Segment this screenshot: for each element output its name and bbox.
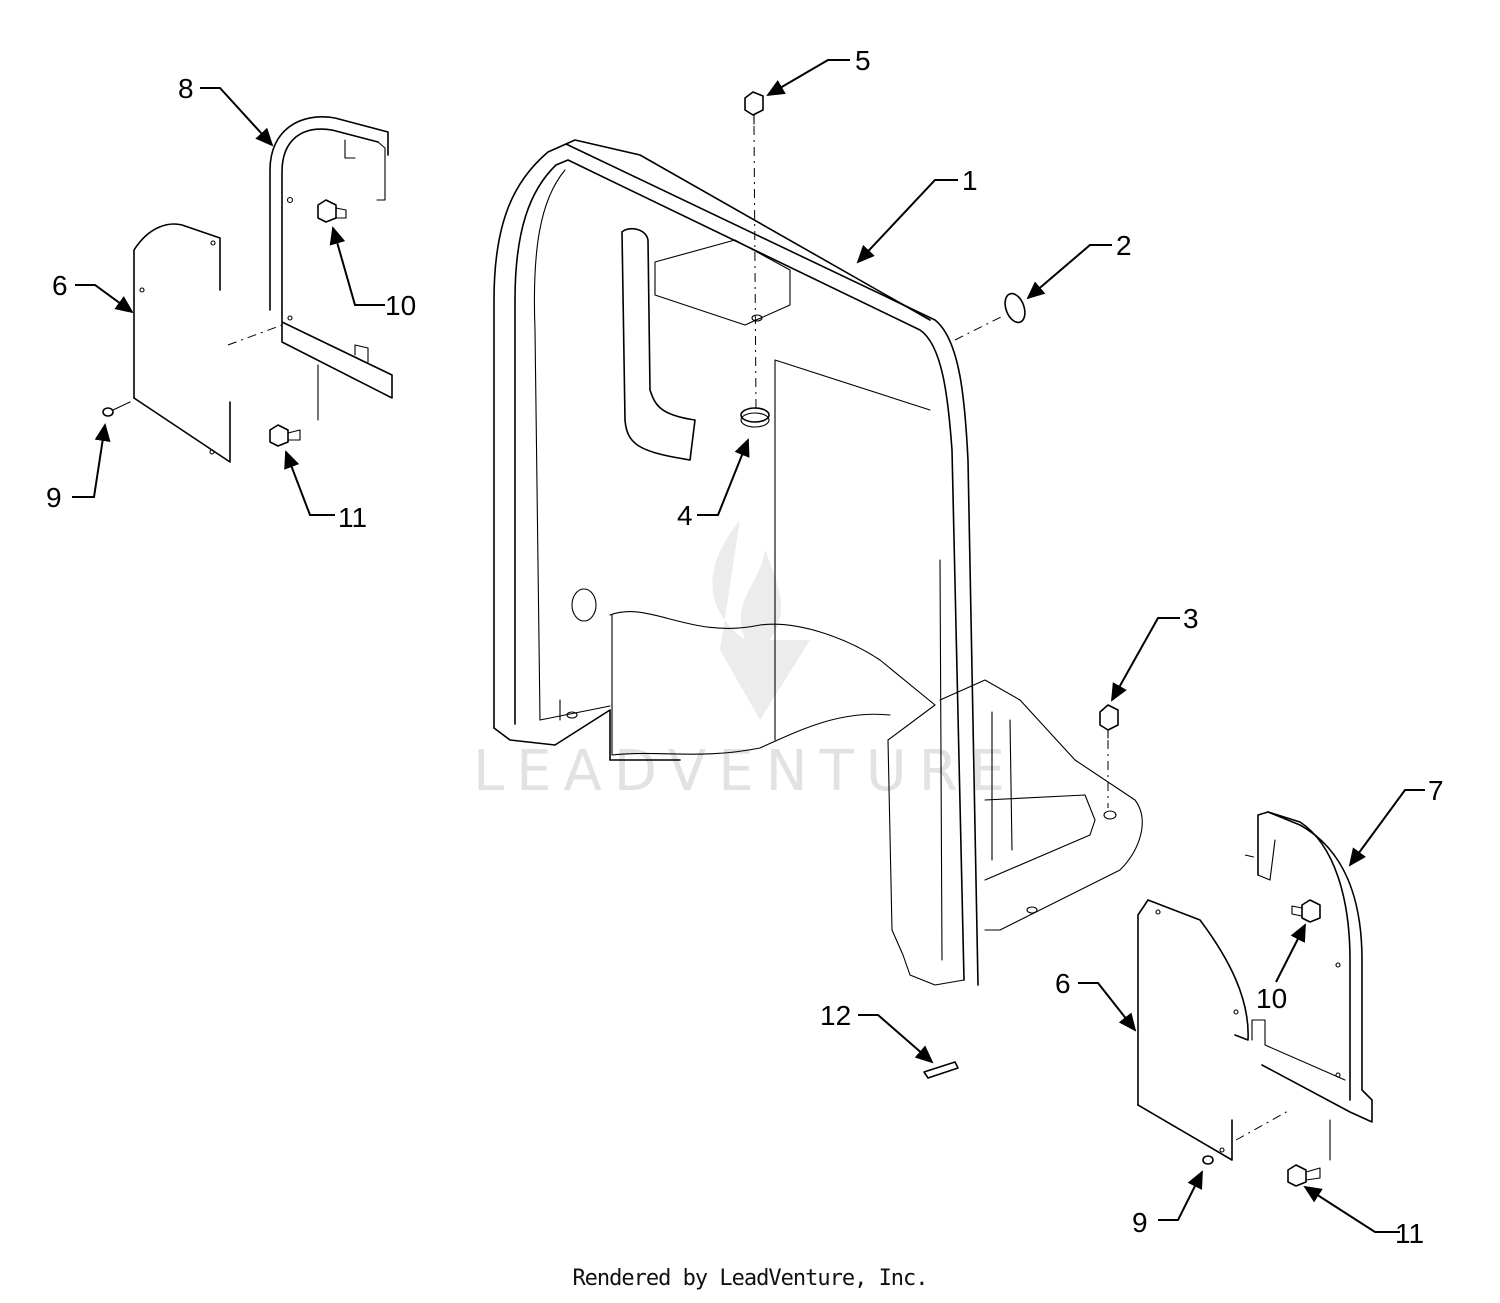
part-10-bolt-left[interactable] bbox=[317, 199, 347, 223]
callout-12: 12 bbox=[820, 1000, 851, 1031]
callout-9-left: 9 bbox=[46, 482, 62, 513]
callout-11-right: 11 bbox=[1395, 1218, 1424, 1249]
part-12-key[interactable] bbox=[923, 1061, 959, 1079]
part-6-panel-left[interactable] bbox=[133, 223, 283, 463]
part-11-bolt-left[interactable] bbox=[269, 424, 301, 447]
part-9-screw-right[interactable] bbox=[1202, 1155, 1214, 1165]
callout-1: 1 bbox=[962, 165, 978, 196]
callout-9-right: 9 bbox=[1132, 1207, 1148, 1238]
callout-3: 3 bbox=[1183, 603, 1199, 634]
watermark: LEADVENTURE bbox=[473, 520, 1017, 804]
part-11-bolt-right[interactable] bbox=[1287, 1164, 1321, 1187]
watermark-text: LEADVENTURE bbox=[473, 739, 1017, 804]
render-credit: Rendered by LeadVenture, Inc. bbox=[572, 1266, 928, 1291]
callout-8: 8 bbox=[178, 73, 194, 104]
callout-4: 4 bbox=[677, 500, 693, 531]
part-6-panel-right[interactable] bbox=[1137, 899, 1291, 1161]
part-7-bracket[interactable] bbox=[1244, 811, 1373, 1161]
leader-lines bbox=[72, 59, 1425, 1233]
callout-7: 7 bbox=[1428, 775, 1444, 806]
callout-6-left: 6 bbox=[52, 270, 68, 301]
callout-11-left: 11 bbox=[338, 502, 367, 533]
part-2-plug[interactable] bbox=[954, 291, 1029, 341]
part-10-bolt-right[interactable] bbox=[1291, 899, 1321, 923]
callout-10-left: 10 bbox=[385, 290, 416, 321]
callout-6-right: 6 bbox=[1055, 968, 1071, 999]
callout-5: 5 bbox=[855, 45, 871, 76]
part-9-screw-left[interactable] bbox=[102, 401, 131, 417]
part-1-housing[interactable] bbox=[493, 139, 1143, 986]
part-8-bracket[interactable] bbox=[269, 116, 393, 421]
callout-labels: 1 2 3 4 5 6 6 7 8 9 9 10 10 11 11 12 bbox=[46, 45, 1444, 1249]
watermark-logo bbox=[712, 520, 810, 720]
callout-2: 2 bbox=[1116, 230, 1132, 261]
part-3-bolt[interactable] bbox=[1099, 704, 1119, 808]
part-5-bolt[interactable] bbox=[744, 91, 764, 409]
callout-10-right: 10 bbox=[1256, 983, 1287, 1014]
part-4-grommet[interactable] bbox=[740, 407, 770, 428]
